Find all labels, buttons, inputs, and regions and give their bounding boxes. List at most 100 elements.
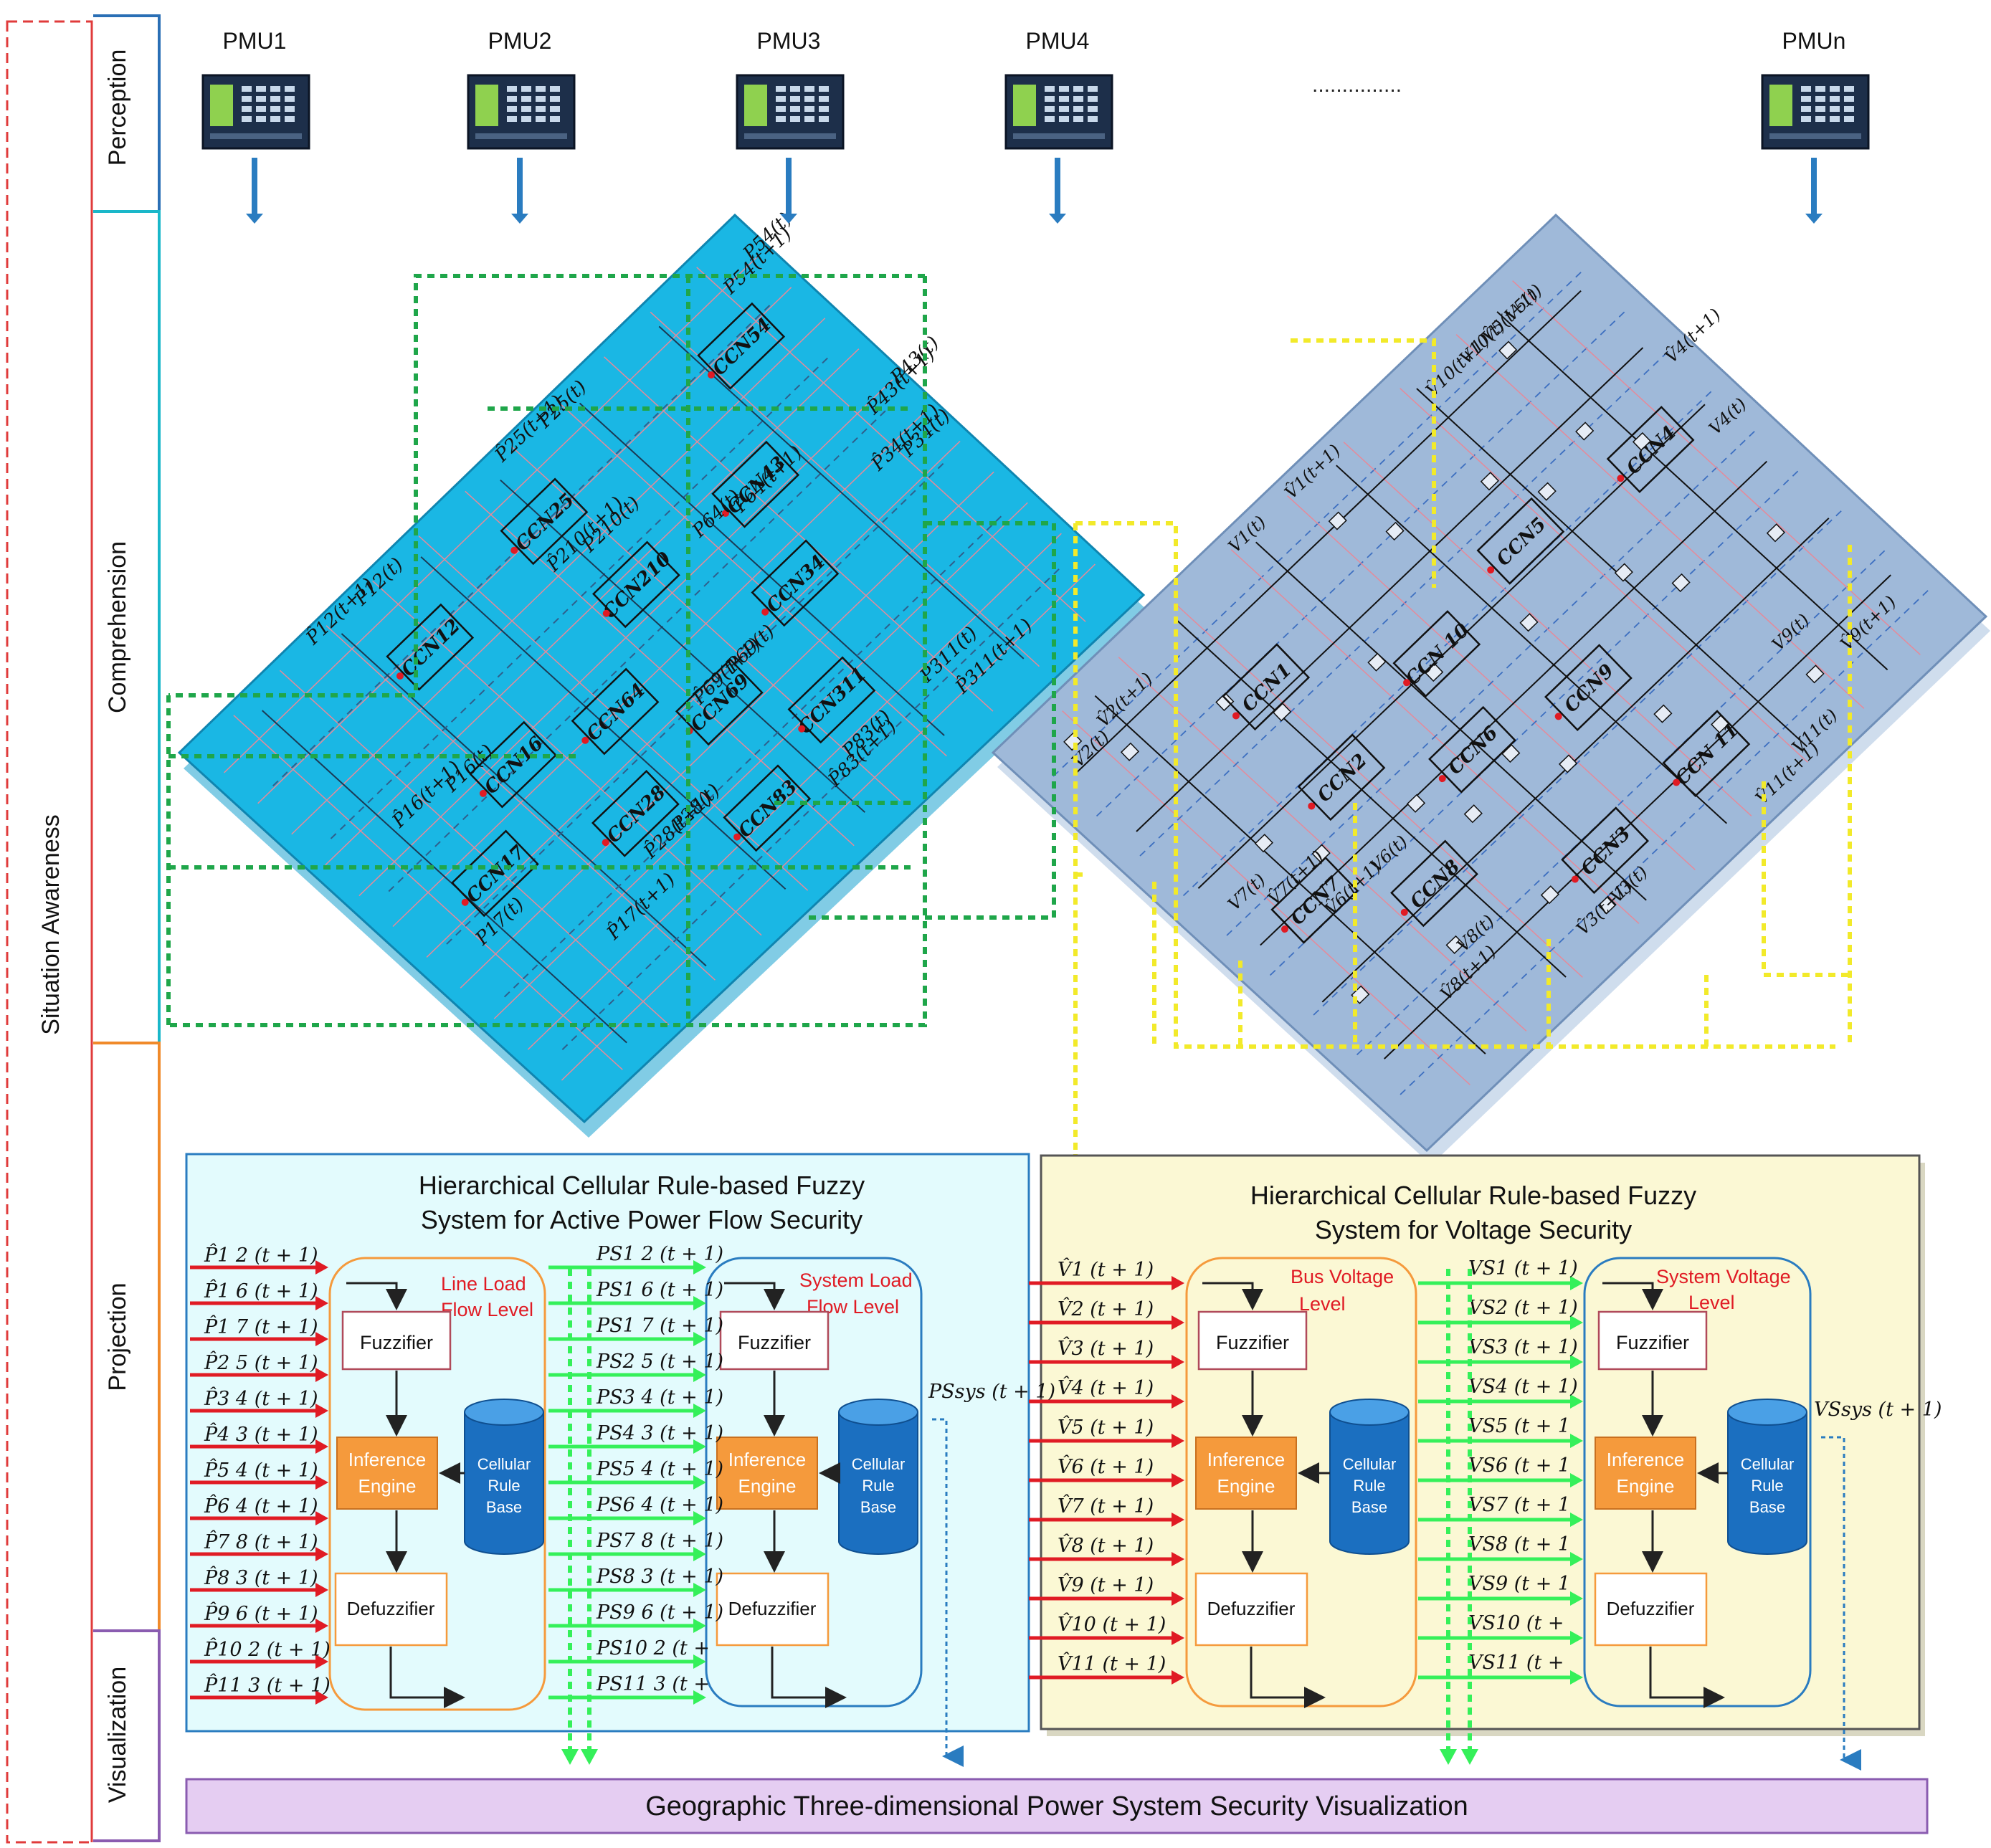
active-middle-label: PS7 8 (t + 1) [596, 1530, 723, 1552]
ccn-dot [479, 789, 487, 797]
grid-line-dark [500, 479, 866, 813]
pmu-arrowhead [780, 214, 797, 224]
ccn-dot [461, 898, 469, 906]
active-input-label: P̂11 3 (t + 1) [204, 1673, 331, 1697]
ccn-box [591, 769, 680, 857]
ccn-dot [1571, 875, 1579, 883]
voltage-input-label: V̂10 (t + 1) [1058, 1612, 1166, 1636]
voltage-panel: Hierarchical Cellular Rule-based Fuzzy S… [1040, 1154, 1925, 1736]
active-middle-label: PS4 3 (t + 1) [596, 1422, 723, 1444]
crb-label-b: Rule [862, 1477, 894, 1495]
input-arrow-head [1172, 1434, 1184, 1448]
ccn-box [723, 764, 812, 852]
voltage-marker [1367, 652, 1387, 672]
pmu-arrowhead [511, 214, 528, 224]
ccn-box [1662, 710, 1751, 798]
top-input-arrow [724, 1282, 785, 1310]
pmu-arrows [246, 158, 1823, 224]
grid-line-dark [341, 633, 707, 967]
comprehension-label: Comprehension [104, 541, 131, 713]
ccn-dot [602, 609, 610, 617]
grid-line-dashed [1400, 589, 1930, 1095]
pmu-label: PMU4 [1026, 28, 1090, 54]
voltage-marker [1614, 563, 1633, 582]
voltage-marker [1632, 432, 1652, 451]
grid-line-dark [1321, 518, 1830, 1003]
grid-line-dark [1094, 695, 1486, 1054]
active-middle-label: PS6 4 (t + 1) [596, 1494, 723, 1516]
ccn-box [697, 302, 786, 390]
input-arrow-head [1172, 1276, 1184, 1290]
yellow-dashed-path [1075, 521, 1835, 1049]
active-input-label: P̂5 4 (t + 1) [204, 1458, 318, 1482]
database-top [1727, 1399, 1807, 1426]
inference-label-a: Inference [1607, 1449, 1684, 1470]
ccn-box [591, 540, 680, 629]
ccn-box [1297, 733, 1386, 821]
pmu-label: PMU3 [757, 28, 821, 54]
active-power-panel: Hierarchical Cellular Rule-based Fuzzy S… [185, 1153, 1030, 1733]
input-arrow-head [315, 1332, 328, 1346]
system-load-label-a: System Load [799, 1270, 913, 1291]
middle-arrow-head [693, 1439, 706, 1454]
defuzzifier-label: Defuzzifier [347, 1598, 435, 1619]
crb-label-c: Base [1351, 1498, 1387, 1516]
bus-voltage-level-box [1185, 1257, 1417, 1708]
active-down-head [581, 1749, 598, 1765]
voltage-input-label: V̂1 (t + 1) [1058, 1257, 1154, 1281]
ccn-dot [1438, 775, 1446, 783]
input-arrow-head [1172, 1473, 1184, 1487]
crb-label-a: Cellular [1741, 1455, 1795, 1473]
ccn-box [787, 656, 876, 744]
active-input-label: P̂1 7 (t + 1) [204, 1315, 318, 1338]
situation-awareness-frame [6, 20, 93, 1844]
perception-label: Perception [104, 49, 131, 166]
middle-arrow-head [1570, 1394, 1583, 1409]
visualization-bar-label: Geographic Three-dimensional Power Syste… [645, 1791, 1468, 1821]
middle-arrow-head [1570, 1552, 1583, 1566]
voltage-marker [1671, 573, 1691, 593]
defuzzifier-label: Defuzzifier [728, 1598, 817, 1619]
output-arrow [1649, 1647, 1725, 1708]
pmu-arrowhead [1805, 214, 1823, 224]
input-arrow-head [315, 1296, 328, 1310]
active-middle-label: PS11 3 (t + [596, 1673, 710, 1695]
voltage-middle-label: VS6 (t + 1 [1468, 1454, 1570, 1477]
ccn-dot [1403, 679, 1411, 687]
yellow-dashed-path [1762, 781, 1850, 977]
middle-arrow-head [693, 1690, 706, 1705]
voltage-input-label: V̂5 (t + 1) [1058, 1415, 1154, 1439]
grid-line-red [510, 446, 901, 801]
middle-arrow-head [693, 1332, 706, 1346]
ccn-box [571, 667, 660, 756]
voltage-input-label: V̂2 (t + 1) [1058, 1297, 1154, 1320]
voltage-marker [1805, 665, 1825, 684]
voltage-marker [1559, 754, 1578, 773]
fuzzifier-box [1197, 1310, 1308, 1371]
grid-line-red [426, 440, 961, 958]
active-middle-label: PS1 7 (t + 1) [596, 1315, 723, 1337]
input-arrow-head [315, 1583, 328, 1597]
cellular-rule-base-icon [464, 1412, 544, 1555]
line-load-label-a: Line Load [441, 1273, 526, 1295]
database-top [1329, 1399, 1410, 1426]
pmu-arrowhead [1049, 214, 1066, 224]
voltage-marker [1653, 704, 1673, 723]
input-arrow-head [315, 1511, 328, 1525]
input-arrow-head [315, 1439, 328, 1454]
voltage-middle-label: VS3 (t + 1) [1468, 1336, 1578, 1358]
middle-arrow-head [1570, 1434, 1583, 1448]
active-input-label: P̂2 5 (t + 1) [204, 1351, 318, 1374]
voltage-marker [1597, 895, 1617, 915]
ccn-box [386, 603, 475, 691]
input-arrow-head [315, 1690, 328, 1705]
pmu-device-icon [736, 74, 845, 150]
voltage-middle-label: VS11 (t + [1468, 1652, 1564, 1674]
situation-awareness-label: Situation Awareness [37, 814, 65, 1034]
defuzzifier-box [334, 1572, 448, 1647]
voltage-down-head [1461, 1749, 1478, 1765]
inference-label-a: Inference [728, 1449, 806, 1470]
inference-engine-box [716, 1437, 818, 1510]
